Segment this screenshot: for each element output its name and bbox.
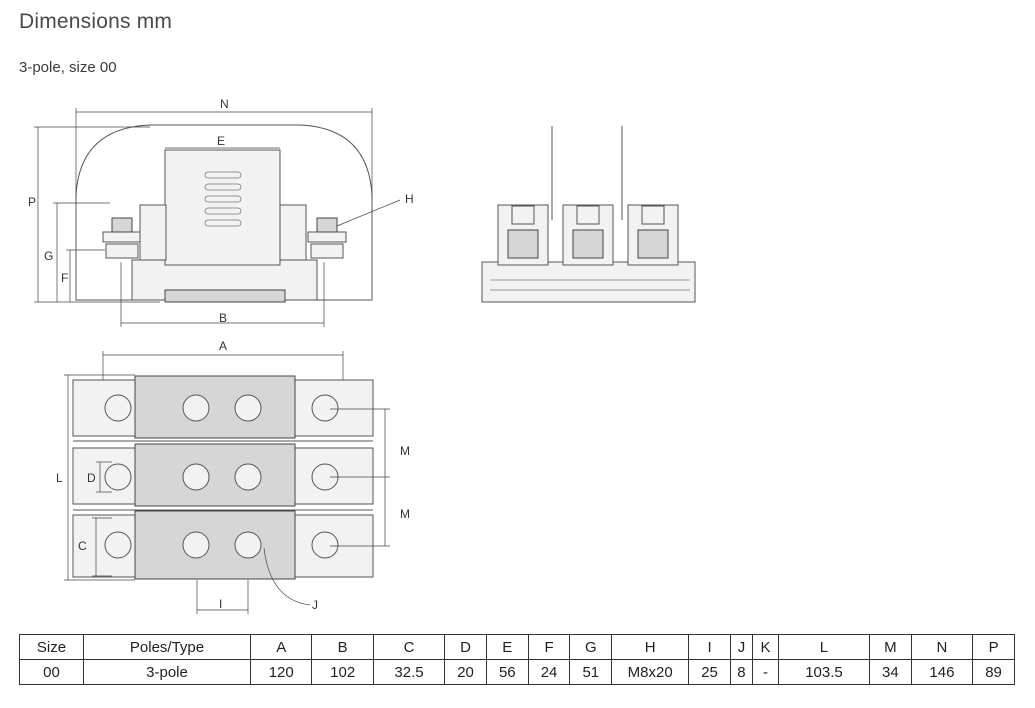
label-m-2: M (400, 507, 410, 521)
side-view: N E H P G F B (28, 97, 414, 327)
column-header: K (751, 634, 779, 660)
column-header: C (372, 634, 446, 660)
label-c: C (78, 539, 87, 553)
table-cell: 89 (972, 659, 1015, 685)
pole-2 (72, 443, 374, 507)
column-header: Size (19, 634, 84, 660)
label-g: G (44, 249, 53, 263)
table-cell: 103.5 (777, 659, 870, 685)
column-header: P (972, 634, 1015, 660)
table-cell: 56 (485, 659, 529, 685)
table-cell: 8 (729, 659, 753, 685)
label-f: F (61, 271, 68, 285)
column-header: G (569, 634, 613, 660)
label-h: H (405, 192, 414, 206)
label-b: B (219, 311, 227, 325)
table-row: 00 3-pole 120 102 32.5 20 56 24 51 M8x20… (19, 659, 1015, 685)
table-cell: 25 (688, 659, 731, 685)
page-title: Dimensions mm (19, 10, 173, 33)
column-header: M (868, 634, 912, 660)
technical-drawing: N E H P G F B (28, 97, 696, 614)
column-header: D (444, 634, 487, 660)
label-e: E (217, 134, 225, 148)
table-cell: 3-pole (83, 659, 251, 685)
table-cell: 32.5 (372, 659, 446, 685)
dimensions-table: Size Poles/Type A B C D E F G H I J K L … (19, 634, 1015, 685)
column-header: F (527, 634, 571, 660)
table-cell: 102 (311, 659, 374, 685)
table-cell: 51 (569, 659, 613, 685)
column-header: J (729, 634, 753, 660)
label-m-1: M (400, 444, 410, 458)
label-i: I (219, 597, 222, 611)
label-d: D (87, 471, 96, 485)
column-header: L (777, 634, 870, 660)
label-a: A (219, 339, 227, 353)
table-cell: 146 (910, 659, 974, 685)
table-cell: 00 (19, 659, 84, 685)
table-cell: - (751, 659, 779, 685)
page-subtitle: 3-pole, size 00 (19, 59, 117, 76)
table-cell: M8x20 (611, 659, 690, 685)
top-view: A (56, 339, 410, 614)
column-header: B (311, 634, 374, 660)
table-cell: 34 (868, 659, 912, 685)
table-cell: 24 (527, 659, 571, 685)
column-header: H (611, 634, 690, 660)
column-header: A (249, 634, 313, 660)
table-cell: 20 (444, 659, 487, 685)
label-n: N (220, 97, 229, 111)
pole-3 (72, 510, 374, 580)
label-j: J (312, 598, 318, 612)
table-header-row: Size Poles/Type A B C D E F G H I J K L … (19, 634, 1015, 660)
column-header: I (688, 634, 731, 660)
front-view (481, 126, 696, 303)
column-header: Poles/Type (83, 634, 251, 660)
label-l: L (56, 471, 63, 485)
pole-1 (72, 375, 374, 439)
column-header: N (910, 634, 974, 660)
table-cell: 120 (249, 659, 313, 685)
column-header: E (485, 634, 529, 660)
label-p: P (28, 195, 36, 209)
